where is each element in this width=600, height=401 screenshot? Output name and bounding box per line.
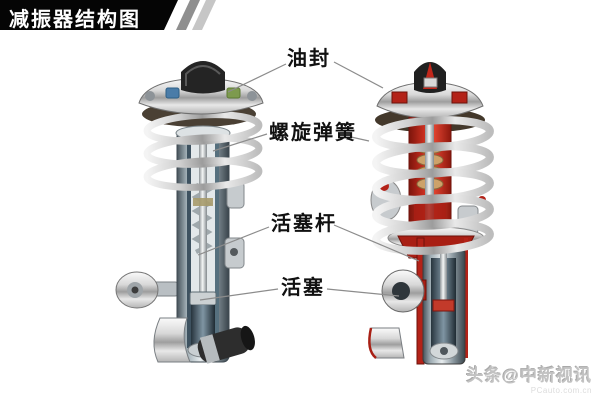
left-strut-side-bracket [115,271,159,309]
leader-piston-left [199,288,279,301]
right-strut-coil-spring [372,116,494,255]
left-strut-top-dome [181,61,225,94]
right-strut-top-mount [376,81,484,119]
leader-coil-spring-right [350,136,370,142]
right-strut-eye-bracket [381,269,427,313]
leader-coil-spring-left [212,133,268,152]
title-bar: 减振器结构图 [0,0,220,31]
page-title: 减振器结构图 [9,9,141,31]
right-strut-tube [416,237,468,365]
watermark-subtext: PCauto.com.cn [530,386,592,395]
left-strut-bushing [197,325,255,364]
label-piston: 活塞 [281,277,325,299]
label-piston-rod: 活塞杆 [271,213,337,235]
right-strut-piston [432,299,455,312]
label-oil-seal: 油封 [287,48,331,70]
watermark: 头条@中新视讯 PCauto.com.cn [466,361,592,395]
left-strut-coil-spring [143,111,263,191]
right-strut-illustration [368,62,494,365]
title-bar-background [0,0,178,30]
right-strut-top-dome [414,62,446,93]
leader-piston-right [326,288,400,297]
right-strut-piston-rod [440,248,447,306]
left-strut-illustration [115,61,264,364]
leader-piston-rod-right [333,224,420,262]
right-strut-foot-bracket [368,327,405,359]
leader-oil-seal-left [227,63,287,93]
watermark-text: 头条@中新视讯 [466,366,592,385]
label-coil-spring: 螺旋弹簧 [269,122,357,144]
left-strut-foot-bracket [153,317,191,363]
leader-piston-rod-left [197,226,270,256]
left-strut-piston-rod [199,142,207,294]
leader-lines [197,61,420,301]
leader-oil-seal-right [333,61,384,89]
